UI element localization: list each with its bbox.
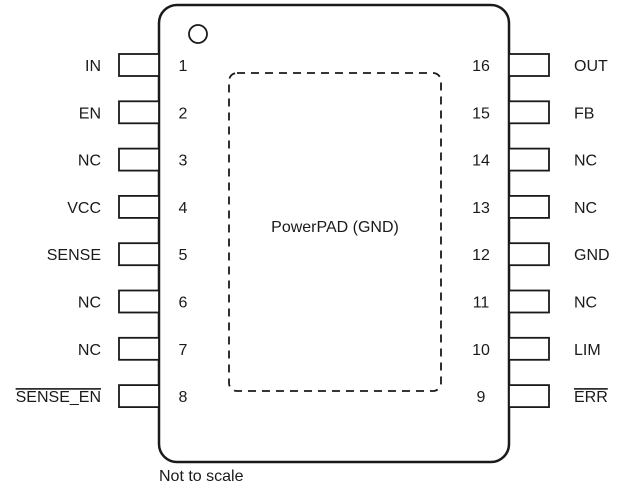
pin-name-11: NC xyxy=(574,295,597,312)
pin-name-3: NC xyxy=(78,153,101,170)
pin-number-2: 2 xyxy=(179,105,188,122)
pin-name-2: EN xyxy=(79,105,101,122)
pin-number-14: 14 xyxy=(472,153,490,170)
pin-number-8: 8 xyxy=(179,389,188,406)
pin-number-12: 12 xyxy=(472,247,490,264)
pin-number-13: 13 xyxy=(472,200,490,217)
pin-pad-9 xyxy=(508,384,550,409)
pin1-marker-icon xyxy=(188,24,208,44)
pin-name-8: SENSE_EN xyxy=(16,389,101,406)
pin-name-12: GND xyxy=(574,247,610,264)
pin-number-4: 4 xyxy=(179,200,188,217)
package-body xyxy=(157,3,511,464)
pin-number-6: 6 xyxy=(179,295,188,312)
scale-note: Not to scale xyxy=(159,468,244,484)
pin-name-5: SENSE xyxy=(47,247,101,264)
pin-pad-4 xyxy=(118,194,160,219)
pin-number-9: 9 xyxy=(477,389,486,406)
pin-pad-7 xyxy=(118,336,160,361)
pin-name-13: NC xyxy=(574,200,597,217)
pin-name-15: FB xyxy=(574,105,594,122)
pin-name-1: IN xyxy=(85,58,101,75)
pin-pad-5 xyxy=(118,242,160,267)
pin-number-1: 1 xyxy=(179,58,188,75)
pin-pad-1 xyxy=(118,53,160,77)
pin-pad-2 xyxy=(118,100,160,125)
pin-name-16: OUT xyxy=(574,58,608,75)
pin-number-10: 10 xyxy=(472,342,490,359)
pin-name-9: ERR xyxy=(574,389,608,406)
pin-name-4: VCC xyxy=(67,200,101,217)
pin-pad-15 xyxy=(508,100,550,125)
pin-name-14: NC xyxy=(574,153,597,170)
pin-pad-8 xyxy=(118,384,160,409)
pin-number-15: 15 xyxy=(472,105,490,122)
powerpad-label: PowerPAD (GND) xyxy=(271,219,399,236)
pin-pad-13 xyxy=(508,194,550,219)
pin-pad-6 xyxy=(118,289,160,314)
pin-name-10: LIM xyxy=(574,342,601,359)
pin-number-16: 16 xyxy=(472,58,490,75)
pin-number-11: 11 xyxy=(473,295,490,312)
pin-name-6: NC xyxy=(78,295,101,312)
pin-pad-12 xyxy=(508,242,550,267)
pin-number-7: 7 xyxy=(179,342,188,359)
pin-pad-11 xyxy=(508,289,550,314)
pin-pad-16 xyxy=(508,53,550,77)
pin-number-5: 5 xyxy=(179,247,188,264)
powerpad-outline xyxy=(228,72,442,392)
pin-pad-14 xyxy=(508,147,550,172)
pin-pad-10 xyxy=(508,336,550,361)
pin-number-3: 3 xyxy=(179,153,188,170)
pin-pad-3 xyxy=(118,147,160,172)
pin-name-7: NC xyxy=(78,342,101,359)
